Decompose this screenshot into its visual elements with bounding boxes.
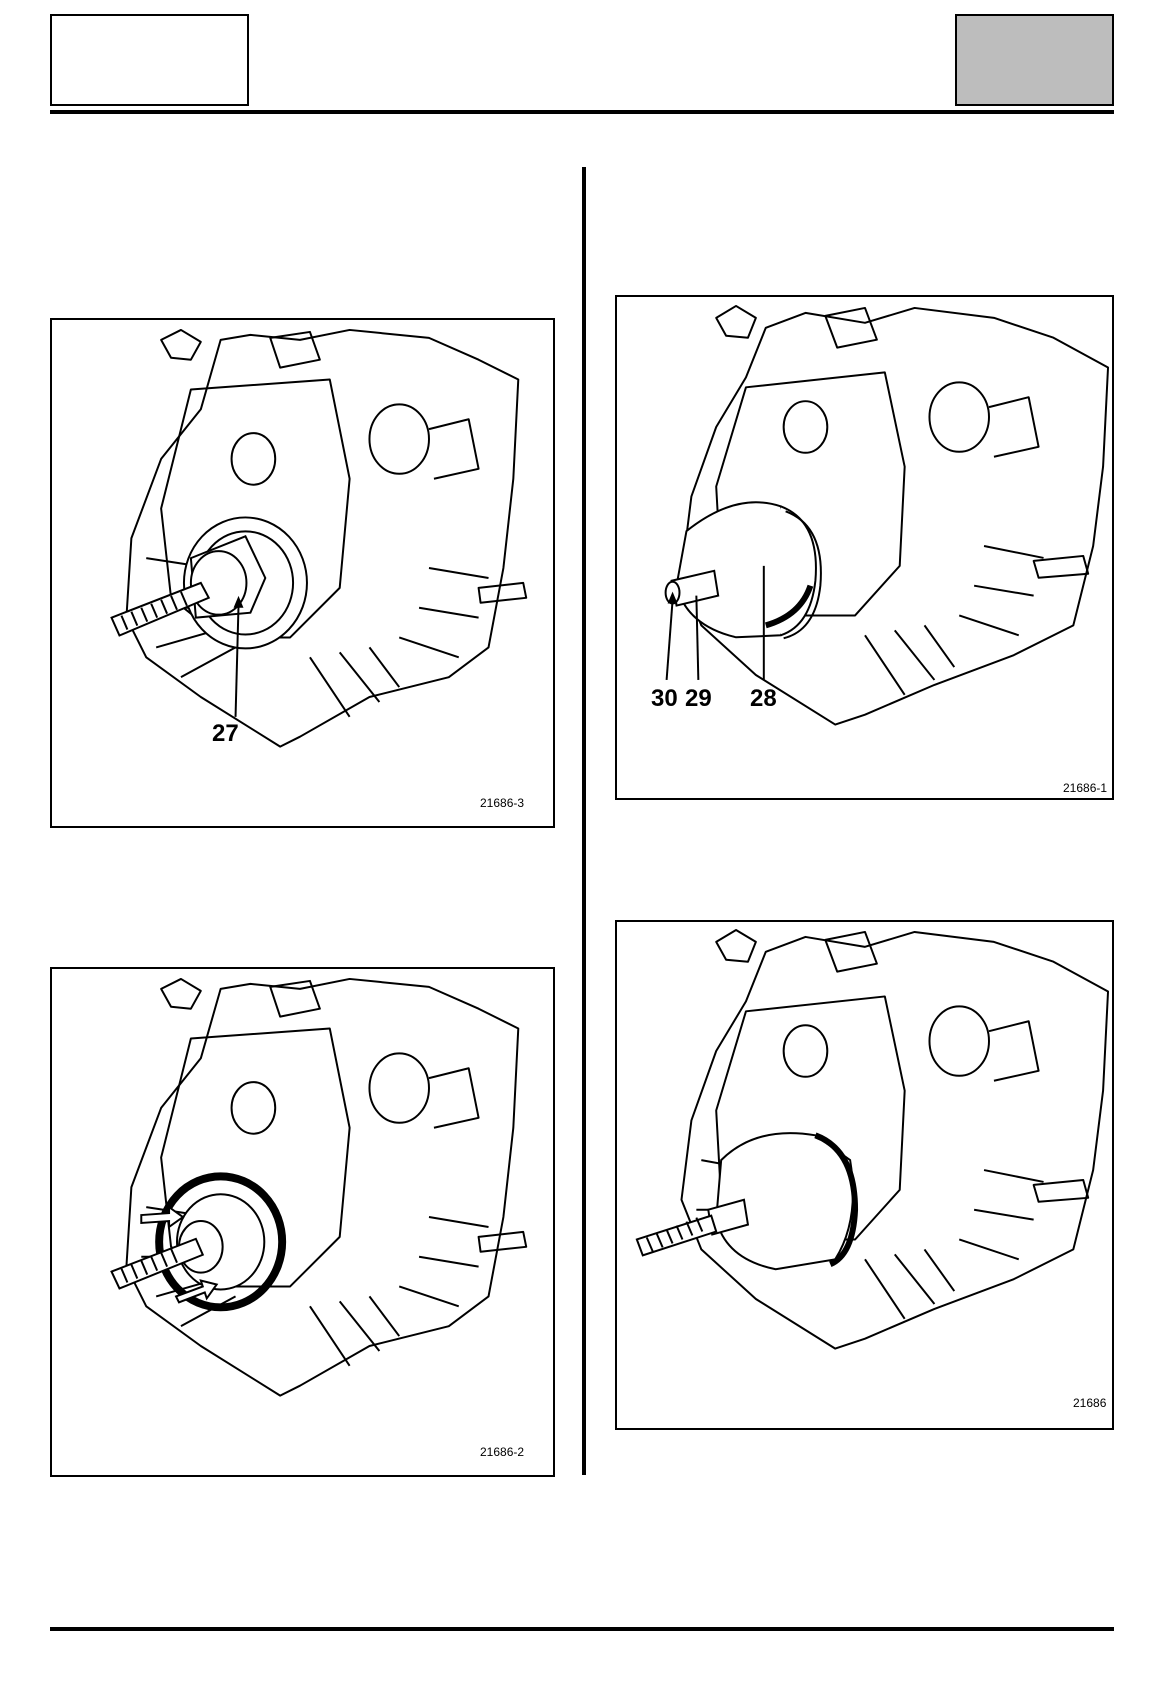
- figure-reference: 21686-3: [480, 796, 525, 810]
- callout-27: 27: [212, 720, 239, 747]
- callout-28: 28: [750, 685, 777, 712]
- figure-21686: 21686: [615, 920, 1114, 1430]
- header-section-tab: [955, 14, 1114, 106]
- figure-reference: 21686-2: [480, 1445, 525, 1459]
- figure-reference: 21686: [1073, 1396, 1107, 1410]
- column-divider: [582, 167, 586, 1475]
- engine-illustration: [110, 328, 528, 748]
- header-chapter-box: [50, 14, 249, 106]
- callout-29: 29: [685, 685, 712, 712]
- header-rule: [50, 110, 1114, 114]
- engine-illustration: [110, 977, 528, 1397]
- figure-bottom-rule: [615, 798, 1114, 800]
- engine-illustration: [664, 304, 1110, 726]
- engine-illustration: [635, 928, 1110, 1350]
- callout-30: 30: [651, 685, 678, 712]
- footer-rule: [50, 1627, 1114, 1631]
- figure-reference: 21686-1: [1063, 781, 1108, 795]
- figure-21686-3: 27 21686-3: [50, 318, 555, 828]
- figure-21686-1: 30 29 28 21686-1: [615, 295, 1114, 800]
- figure-21686-2: 21686-2: [50, 967, 555, 1477]
